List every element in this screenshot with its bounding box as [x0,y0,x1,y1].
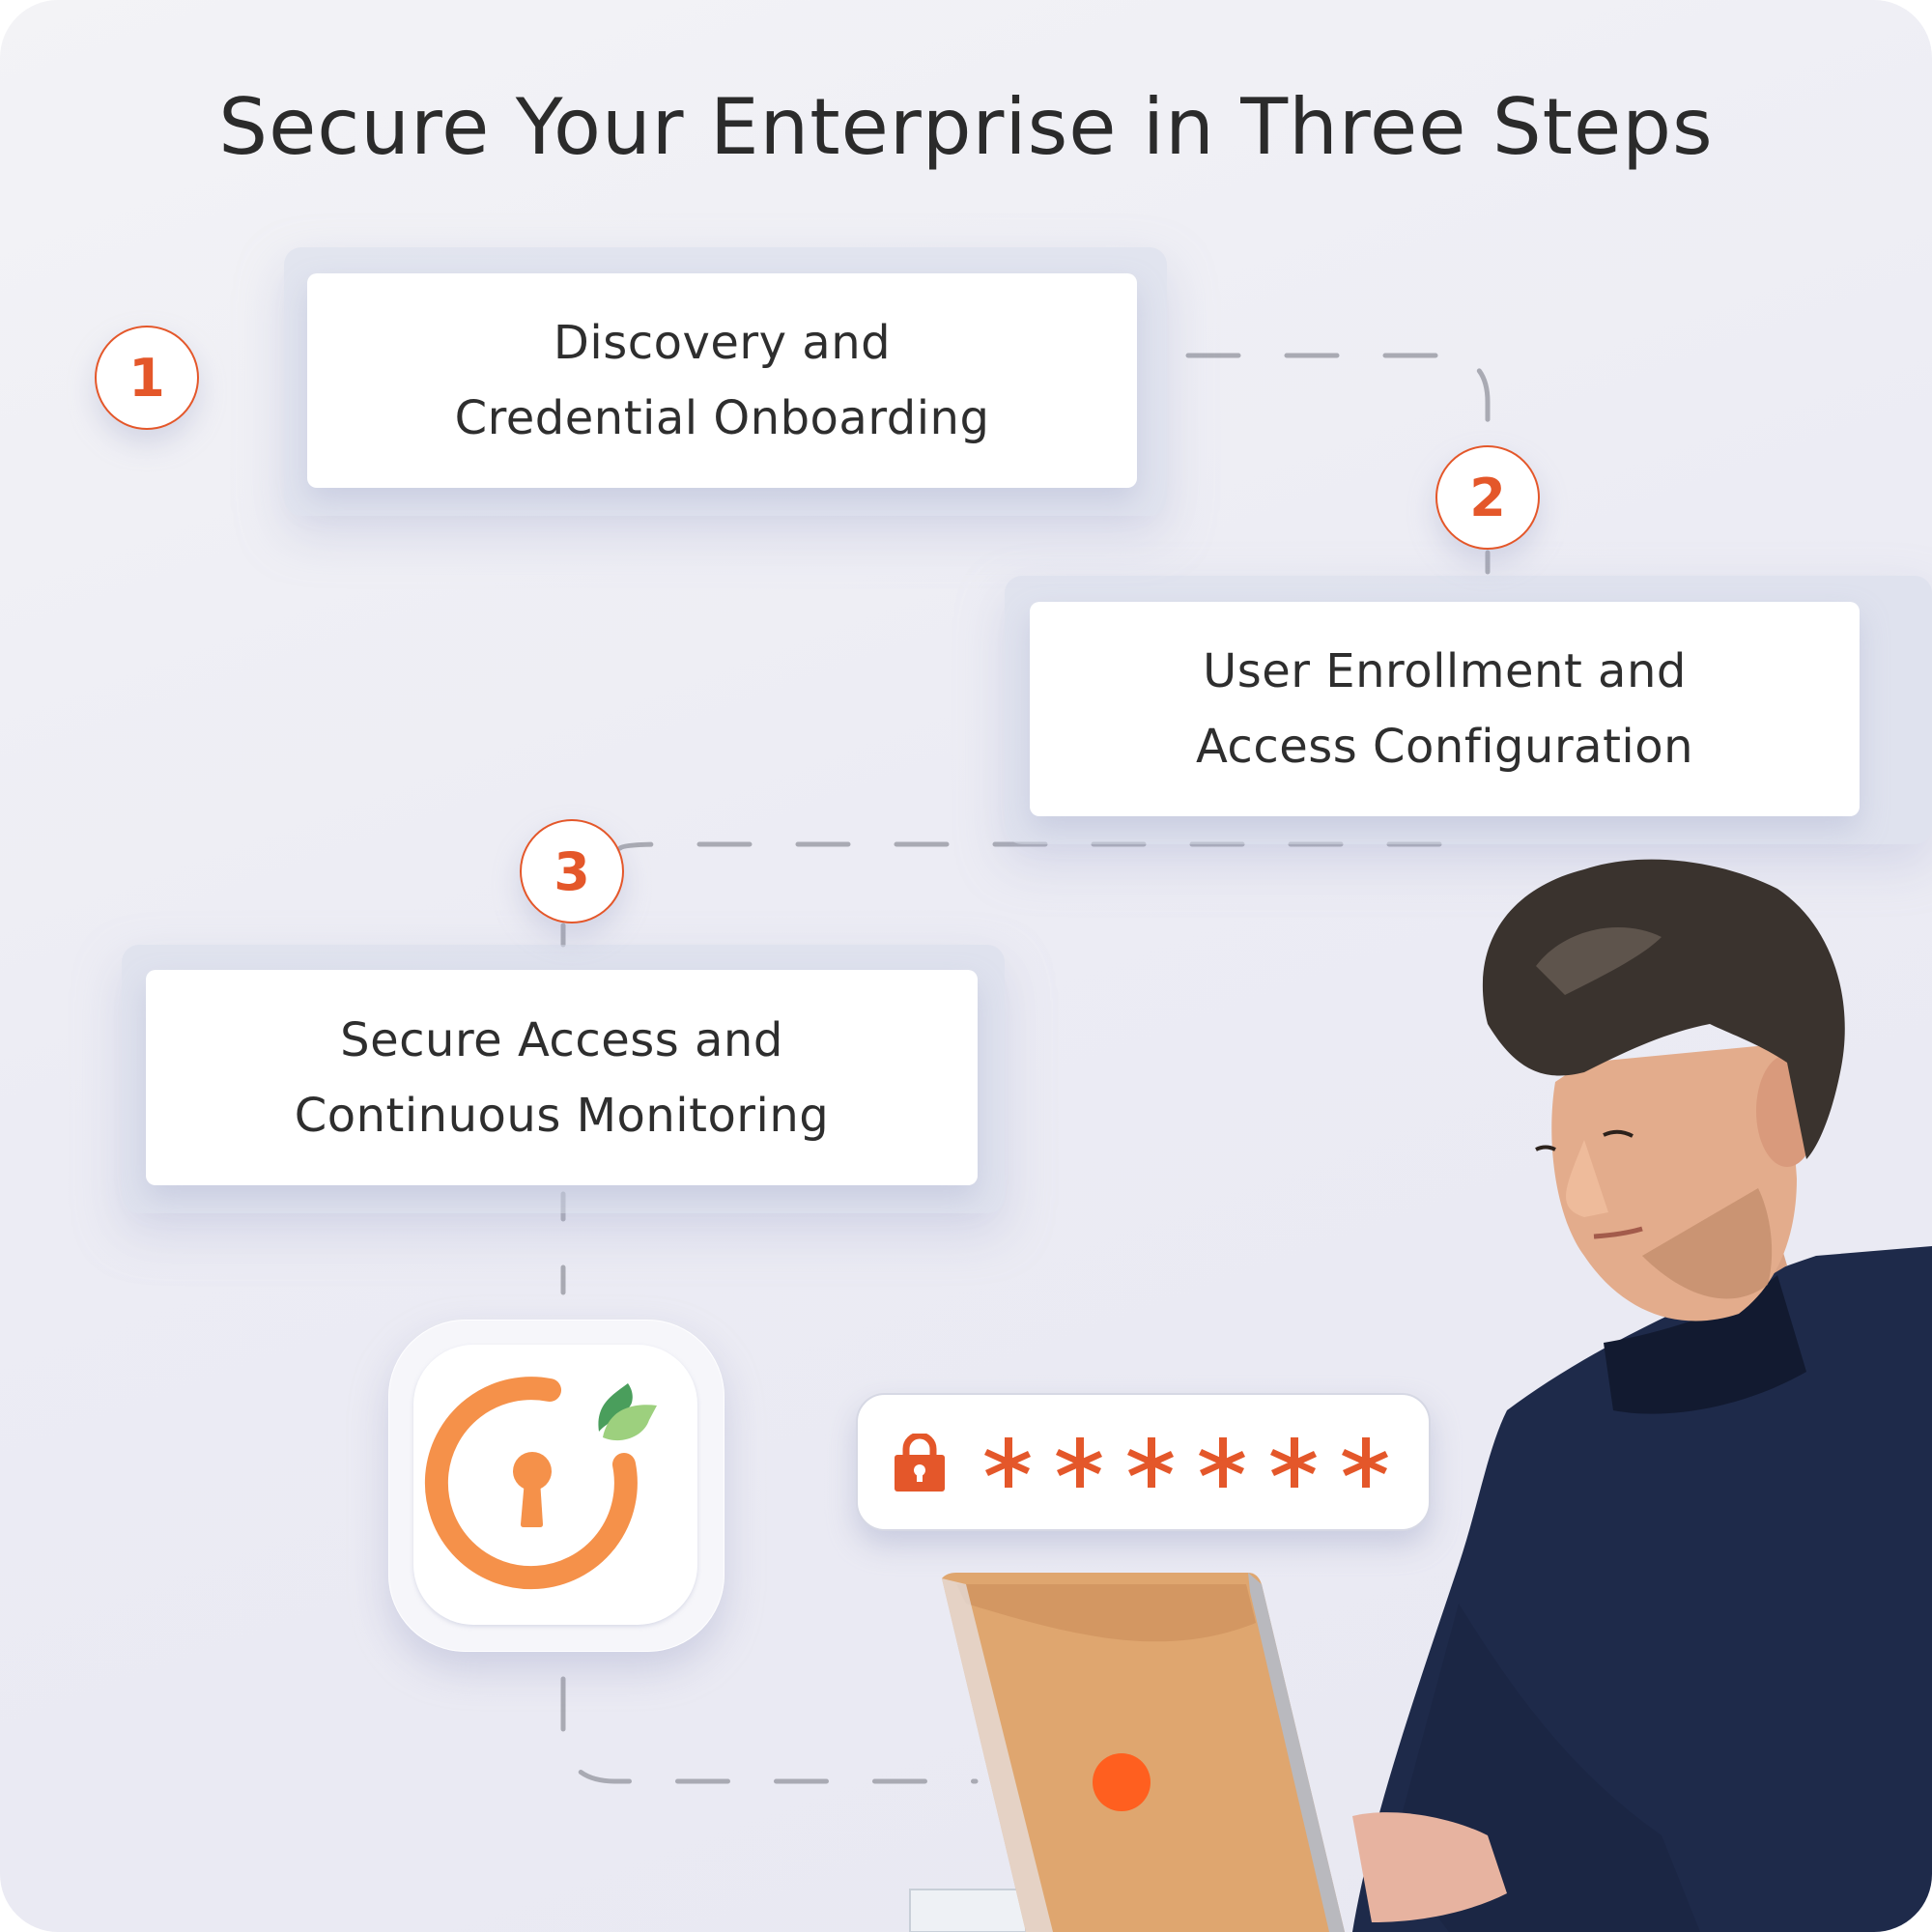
step-2-number: 2 [1469,467,1506,528]
step-3-badge: 3 [520,819,624,923]
step-2-title-line2: Access Configuration [1195,720,1694,774]
step-3-title-line1: Secure Access and [340,1012,783,1067]
step-2-title-line1: User Enrollment and [1203,644,1687,698]
password-mask: * * * * * * [983,1436,1391,1488]
asterisk-icon: * [984,1436,1031,1488]
step-3-number: 3 [554,840,590,902]
asterisk-icon: * [1270,1436,1317,1488]
step-1-card[interactable]: Discovery and Credential Onboarding [307,273,1137,488]
asterisk-icon: * [1056,1436,1102,1488]
step-3-title-line2: Continuous Monitoring [294,1088,830,1143]
masked-password-field[interactable]: * * * * * * [856,1393,1431,1531]
step-1-number: 1 [128,347,165,409]
step-1-badge: 1 [95,326,199,430]
laptop-orange-dot [1093,1753,1151,1811]
lock-icon [895,1433,945,1492]
step-3-card[interactable]: Secure Access and Continuous Monitoring [146,970,978,1185]
app-logo-inner [413,1345,697,1625]
asterisk-icon: * [1199,1436,1245,1488]
step-2-card[interactable]: User Enrollment and Access Configuration [1030,602,1860,816]
step-1-title-line1: Discovery and [553,316,892,370]
asterisk-icon: * [1127,1436,1174,1488]
page-title: Secure Your Enterprise in Three Steps [218,82,1714,172]
step-2-badge: 2 [1435,445,1540,550]
keyhole-ring-leaf-logo-icon [424,1377,657,1590]
step-1-title-line2: Credential Onboarding [454,391,990,445]
asterisk-icon: * [1342,1436,1388,1488]
